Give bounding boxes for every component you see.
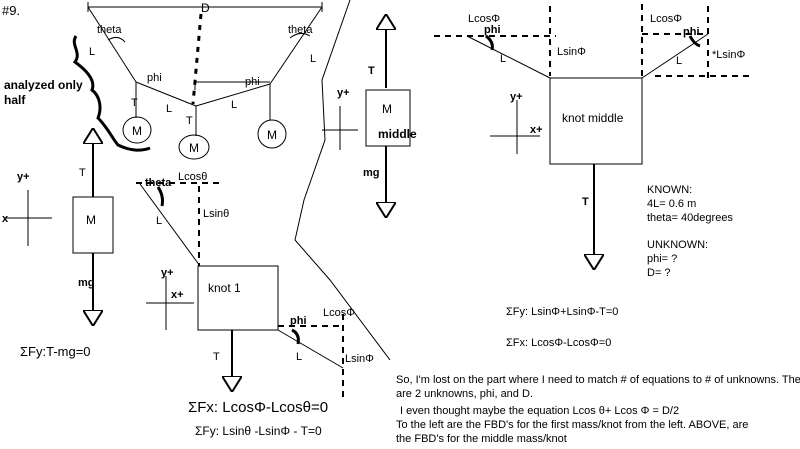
mass-middle (178, 134, 210, 160)
x-axis-label: x+ (530, 124, 543, 136)
mass-box-label: M (86, 213, 96, 227)
theta-right-label: theta (288, 24, 313, 36)
comment-line: I even thought maybe the equation Lcos θ… (400, 405, 679, 417)
tension-label: T (213, 351, 220, 363)
D-label: D (201, 1, 210, 15)
mass-right (257, 119, 287, 149)
comment-line: To the left are the FBD's for the first … (396, 419, 748, 431)
analyzed-note-line1: analyzed only (4, 78, 83, 92)
lcos-right-label: LcosΦ (650, 13, 682, 25)
comment-line: So, I'm lost on the part where I need to… (396, 374, 800, 386)
mass-left (122, 116, 152, 144)
L-left-label: L (500, 53, 506, 65)
phi-left-label: phi (147, 72, 162, 84)
string-right (641, 33, 709, 79)
x-axis-label: x+ (171, 289, 184, 301)
unknown-heading: UNKNOWN: (647, 239, 708, 251)
L-label: L (231, 99, 237, 111)
string-right (277, 329, 344, 369)
known-heading: KNOWN: (647, 184, 692, 196)
middle-mass-label: M (382, 102, 392, 116)
knot1-fy-equation: ΣFy: Lsinθ -LsinΦ - T=0 (195, 424, 322, 438)
knot-middle-label: knot middle (562, 111, 624, 125)
unknown-value: D= ? (647, 267, 671, 279)
known-unknown-block: KNOWN: 4L= 0.6 m theta= 40degrees UNKNOW… (647, 184, 733, 279)
middle-mass-fbd: T y+ M middle mg (322, 22, 417, 210)
analyzed-note-line2: half (4, 93, 26, 107)
comment-line: the FBD's for the middle mass/knot (396, 433, 567, 445)
string-left (139, 183, 201, 267)
tension-label: T (79, 167, 86, 179)
symmetry-line (191, 13, 203, 105)
lsin-left-label: LsinΦ (557, 46, 586, 58)
phi-left-label: phi (484, 24, 501, 36)
middle-fx-equation: ΣFx: LcosΦ-LcosΦ=0 (506, 337, 611, 349)
lcos-theta-label: Lcosθ (178, 171, 207, 183)
known-value: theta= 40degrees (647, 212, 733, 224)
lcos-left-label: LcosΦ (468, 13, 500, 25)
known-value: 4L= 0.6 m (647, 198, 696, 210)
setup-sketch: D theta theta phi phi L L L L T T M M M … (4, 1, 323, 160)
left-string (87, 6, 137, 83)
phi-right-label: phi (245, 76, 260, 88)
comment-line: are 2 unknowns, phi, and D. (396, 388, 533, 400)
L-right-label: L (676, 55, 682, 67)
x-axis-label: x (2, 213, 9, 225)
L-right-label: L (296, 351, 302, 363)
lsin-phi-label: LsinΦ (345, 353, 374, 365)
L-label: L (166, 103, 172, 115)
right-middle-string (195, 83, 271, 107)
theta-left-label: theta (97, 24, 122, 36)
middle-fy-equation: ΣFy: LsinΦ+LsinΦ-T=0 (506, 306, 618, 318)
L-left-label: L (156, 215, 162, 227)
knot1-fbd: theta Lcosθ Lsinθ L y+ x+ knot 1 phi Lco… (136, 171, 374, 438)
y-axis-label: y+ (337, 87, 350, 99)
mass-label: M (189, 141, 199, 155)
L-label: L (310, 53, 316, 65)
y-axis-label: y+ (510, 91, 523, 103)
L-label: L (89, 46, 95, 58)
comment-text: So, I'm lost on the part where I need to… (396, 374, 800, 445)
theta-label: theta (145, 177, 172, 189)
lcos-phi-label: LcosΦ (323, 307, 355, 319)
divider-line (294, 0, 391, 361)
problem-number: #9. (2, 3, 20, 18)
tension-label: T (368, 65, 375, 77)
T-label: T (131, 97, 138, 109)
mass-label: M (267, 128, 277, 142)
gravity-label: mg (363, 167, 380, 179)
knot1-fx-equation: ΣFx: LcosΦ-Lcosθ=0 (188, 399, 328, 416)
unknown-value: phi= ? (647, 253, 677, 265)
middle-label: middle (378, 127, 417, 141)
y-axis-label: y+ (17, 171, 30, 183)
T-label: T (186, 115, 193, 127)
half-boundary-scribble (72, 35, 151, 152)
mass-equation: ΣFy:T-mg=0 (20, 344, 91, 359)
knot-middle-box (549, 77, 643, 165)
tension-label: T (582, 196, 589, 208)
middle-mass-box (365, 89, 411, 147)
gravity-label: mg (78, 277, 95, 289)
right-string (269, 6, 323, 85)
lsin-theta-label: Lsinθ (203, 208, 229, 220)
middle-knot-fbd: LcosΦ phi LsinΦ L y+ x+ knot middle Lcos… (434, 4, 750, 349)
knot1-box-label: knot 1 (208, 281, 241, 295)
knot1-box (197, 265, 279, 331)
left-middle-string (135, 81, 197, 107)
string-left (466, 35, 551, 79)
phi-label: phi (290, 315, 307, 327)
mass-fbd: y+ x M T mg ΣFy:T-mg=0 (2, 136, 114, 359)
lsin-right-label: *LsinΦ (712, 49, 745, 61)
y-axis-label: y+ (161, 267, 174, 279)
mass-label: M (132, 124, 142, 138)
phi-right-label: phi (683, 26, 700, 38)
